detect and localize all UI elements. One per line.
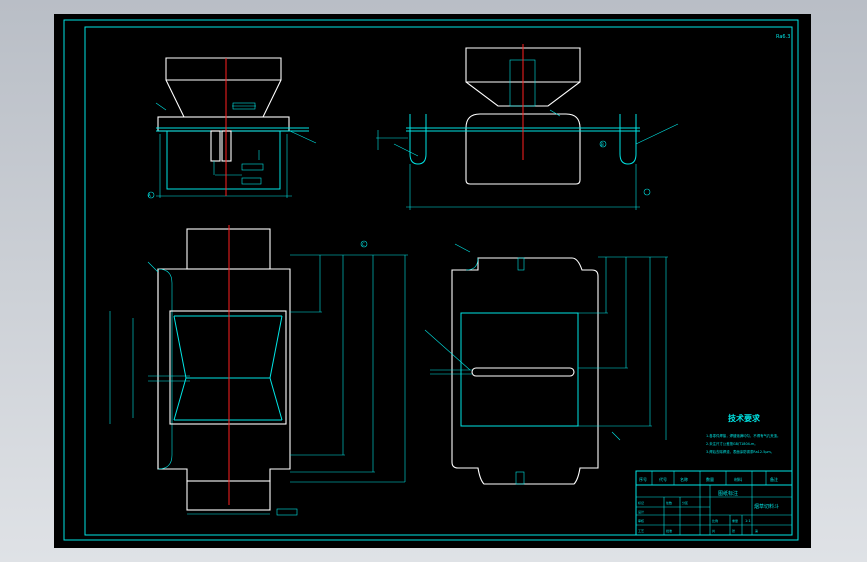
outer-frame [63, 19, 799, 541]
tb-label-10: 共 [712, 528, 715, 533]
tb-label-12: 第 [755, 528, 758, 533]
view-side-elevation[interactable] [376, 44, 679, 210]
view-front-elevation[interactable] [147, 57, 317, 199]
tb-company: 图纸标注 [718, 490, 738, 497]
tb-col-5: 材料 [734, 476, 742, 482]
tb-col-2: 代号 [659, 476, 667, 482]
tech-req-item-3: 3.焊后去除焊渣，表面涂防锈漆Ra12.5μm。 [706, 449, 774, 454]
tb-label-9: 重量 [732, 518, 738, 523]
title-block[interactable]: 序号 代号 名称 数量 材料 备注 图纸标注 烟草切料斗 1:1 标记 处数 分… [635, 470, 793, 536]
tb-label-11: 张 [732, 528, 735, 533]
tb-col-6: 备注 [770, 476, 778, 482]
view-section-plan[interactable] [424, 243, 668, 485]
tb-label-4: 设计 [638, 509, 644, 514]
tech-req-heading: 技术要求 [728, 413, 761, 423]
section-marker-c: C [362, 242, 365, 247]
view-top-plan[interactable] [109, 225, 408, 516]
tb-scale: 1:1 [745, 519, 751, 523]
inner-frame [84, 26, 793, 536]
tb-label-6: 工艺 [638, 528, 644, 533]
tb-label-2: 处数 [666, 500, 672, 505]
tb-label-3: 分区 [682, 500, 688, 505]
tb-drawing-name: 烟草切料斗 [754, 503, 779, 510]
tb-label-7: 批准 [666, 528, 672, 533]
tb-col-4: 数量 [706, 476, 714, 482]
section-marker-b: B [601, 142, 604, 147]
tech-req-item-1: 1.各零件焊接，焊缝饱满均匀，不得有气孔夹渣。 [706, 433, 780, 438]
tb-label-5: 审核 [638, 518, 644, 523]
tech-req-item-2: 2.未注尺寸公差按GB/T1804-m。 [706, 441, 758, 446]
section-marker-a: A [148, 193, 151, 198]
tb-col-3: 名称 [680, 476, 688, 482]
tb-label-8: 比例 [712, 518, 718, 523]
sheet-background [54, 14, 811, 548]
tb-col-1: 序号 [639, 476, 647, 482]
tb-label-1: 标记 [638, 500, 644, 505]
corner-mark: Ra6.3 [776, 34, 790, 40]
technical-requirements: 技术要求 1.各零件焊接，焊缝饱满均匀，不得有气孔夹渣。 2.未注尺寸公差按GB… [706, 413, 780, 454]
